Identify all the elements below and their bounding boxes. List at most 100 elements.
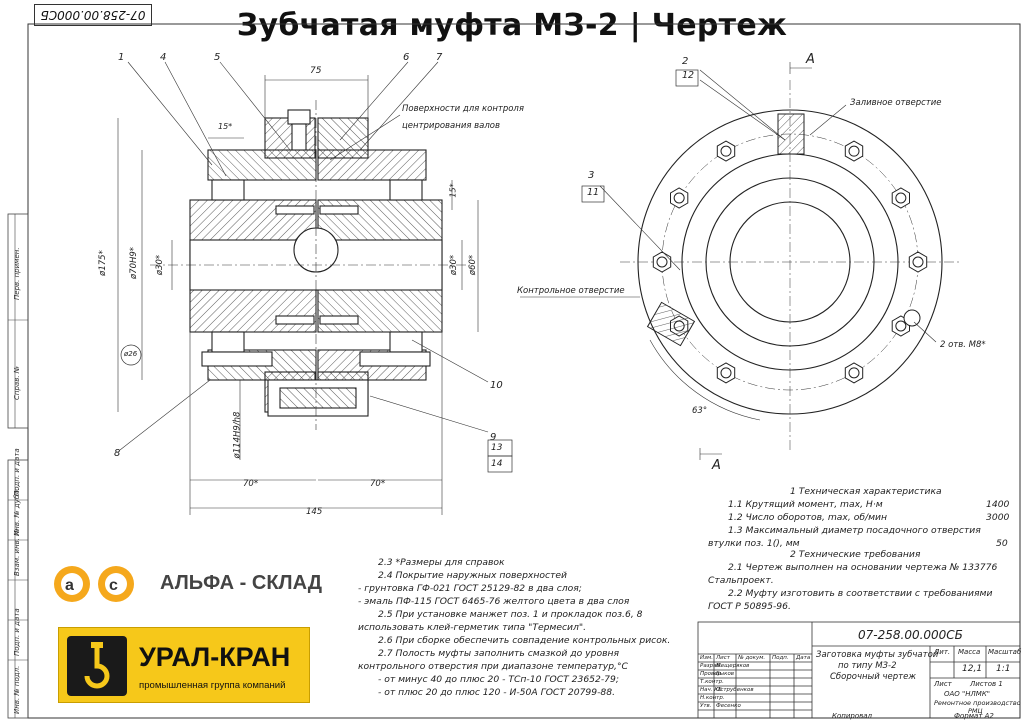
tech-row-3: втулки поз. 1(), мм bbox=[708, 538, 800, 549]
crane-hook-logo-icon bbox=[67, 636, 127, 696]
pos-label-11: 11 bbox=[587, 187, 600, 198]
bolt-head-inner bbox=[656, 256, 668, 268]
tb-row-4: Дата bbox=[796, 655, 811, 661]
bolt-head-inner bbox=[848, 145, 860, 157]
pos-label-6: 6 bbox=[403, 52, 409, 63]
ac-gear-logo-icon: a c bbox=[54, 566, 134, 602]
tech-row-0-value: 1400 bbox=[986, 499, 1010, 510]
dim-70b: 70* bbox=[370, 479, 386, 489]
fill-hole-label: Заливное отверстие bbox=[850, 98, 942, 108]
tb-row-3: Подп. bbox=[772, 655, 789, 661]
dim-145: 145 bbox=[306, 507, 323, 517]
tb-row-9: Н.контр. bbox=[700, 695, 725, 701]
bolt-head-inner bbox=[720, 145, 732, 157]
pos-label-2: 2 bbox=[682, 56, 688, 67]
tb-row-10: Утв. bbox=[700, 703, 712, 709]
tech-req-0: 2.1 Чертеж выполнен на основании чертежа… bbox=[728, 562, 998, 573]
dim-70a: 70* bbox=[243, 479, 259, 489]
svg-text:a: a bbox=[65, 577, 74, 594]
note-1: 2.4 Покрытие наружных поверхностей bbox=[378, 570, 568, 581]
tb-org-1: ОАО "НЛМК" bbox=[944, 690, 991, 698]
dim-15a: 15* bbox=[218, 122, 233, 131]
note-5: использовать клей-герметик типа "Термеси… bbox=[358, 622, 587, 633]
tb-row-1: Лист bbox=[716, 655, 730, 661]
bolt-head-inner bbox=[912, 256, 924, 268]
note-2: - грунтовка ГФ-021 ГОСТ 25129-82 в два с… bbox=[358, 583, 582, 594]
control-hole-label: Контрольное отверстие bbox=[517, 286, 625, 296]
tech-row-1: 1.2 Число оборотов, max, об/мин bbox=[728, 512, 888, 523]
tb-row-7: Т.контр. bbox=[700, 679, 724, 685]
tb-row-2: № докум. bbox=[738, 655, 766, 661]
tech-heading-1: 1 Техническая характеристика bbox=[790, 486, 942, 497]
alfa-sklad-logo: a c АЛЬФА - СКЛАД bbox=[50, 562, 350, 606]
tech-row-0: 1.1 Крутящий момент, max, Н·м bbox=[728, 499, 883, 510]
bolt-head-inner bbox=[673, 192, 685, 204]
tb-row-8: Нач. КБ bbox=[700, 687, 722, 693]
annotation-control-2: центрирования валов bbox=[402, 121, 501, 131]
note-10: - от плюс 20 до плюс 120 - И-50А ГОСТ 20… bbox=[378, 687, 616, 698]
page-title: Зубчатая муфта МЗ-2 | Чертеж bbox=[236, 8, 788, 43]
tech-req-2: 2.2 Муфту изготовить в соответствии с тр… bbox=[728, 588, 993, 599]
tb-sheets: Листов 1 bbox=[970, 680, 1003, 688]
alfa-sklad-name: АЛЬФА - СКЛАД bbox=[160, 572, 323, 594]
dim-75: 75 bbox=[310, 66, 322, 76]
tb-person-2: Острубенков bbox=[716, 687, 754, 693]
tb-scale: 1:1 bbox=[996, 664, 1011, 674]
tb-scale-h: Масштаб bbox=[988, 648, 1022, 656]
pos-label-13: 13 bbox=[491, 443, 503, 453]
pos-label-3: 3 bbox=[588, 170, 594, 181]
pos-label-10: 10 bbox=[490, 380, 503, 391]
tb-name-3: Сборочный чертеж bbox=[830, 672, 916, 682]
tech-req-1: Стальпроект. bbox=[708, 575, 774, 586]
note-7: 2.7 Полость муфты заполнить смазкой до у… bbox=[378, 648, 620, 659]
ural-kran-subtitle: промышленная группа компаний bbox=[139, 680, 286, 691]
bolt-head-inner bbox=[720, 367, 732, 379]
section-label-top: А bbox=[806, 52, 815, 67]
pos-label-12: 12 bbox=[682, 70, 695, 81]
tb-person-1: Быков bbox=[716, 671, 735, 677]
tb-person-3: Фесенко bbox=[716, 703, 741, 709]
bolt-head-inner bbox=[895, 192, 907, 204]
tb-mass-h: Масса bbox=[958, 648, 981, 656]
note-4: 2.5 При установке манжет поз. 1 и прокла… bbox=[378, 609, 643, 620]
pos-label-4: 4 bbox=[160, 52, 166, 63]
tech-row-2: 1.3 Максимальный диаметр посадочного отв… bbox=[728, 525, 981, 536]
section-label-bottom: А bbox=[712, 458, 721, 473]
pos-label-1: 1 bbox=[118, 52, 124, 63]
tb-row-6: Провер. bbox=[700, 671, 723, 677]
tb-mass: 12,1 bbox=[962, 664, 983, 674]
bolt-head-inner bbox=[895, 320, 907, 332]
holes-label: 2 отв. М8* bbox=[940, 340, 986, 350]
tb-name-2: по типу МЗ-2 bbox=[838, 661, 897, 671]
tech-req-3: ГОСТ Р 50895-96. bbox=[708, 601, 791, 612]
note-9: - от минус 40 до плюс 20 - ТСп-10 ГОСТ 2… bbox=[378, 674, 619, 685]
tb-org-3: РМЦ bbox=[968, 707, 983, 715]
note-8: контрольного отверстия при диапазоне тем… bbox=[358, 661, 628, 672]
tech-row-1-value: 3000 bbox=[986, 512, 1010, 523]
pos-label-5: 5 bbox=[214, 52, 220, 63]
tb-name-1: Заготовка муфты зубчатой bbox=[816, 650, 939, 660]
tb-code: 07-258.00.000СБ bbox=[858, 628, 963, 642]
annotation-control: Поверхности для контроля bbox=[402, 104, 524, 114]
dim-26: ø26 bbox=[124, 350, 138, 358]
pos-label-9: 9 bbox=[490, 432, 496, 443]
ural-kran-logo: УРАЛ-КРАН промышленная группа компаний bbox=[58, 627, 310, 703]
tb-person-0: Мещеряков bbox=[716, 663, 750, 669]
pos-label-7: 7 bbox=[436, 52, 443, 63]
ural-kran-name: УРАЛ-КРАН bbox=[139, 642, 291, 672]
pos-label-14: 14 bbox=[491, 459, 503, 469]
tech-heading-2: 2 Технические требования bbox=[790, 549, 921, 560]
note-6: 2.6 При сборке обеспечить совпадение кон… bbox=[378, 635, 671, 646]
svg-text:c: c bbox=[109, 577, 118, 594]
tb-row-5: Разраб. bbox=[700, 663, 722, 669]
angle-label: 63° bbox=[692, 406, 708, 416]
tech-row-3-value: 50 bbox=[996, 538, 1008, 549]
bolt-head-inner bbox=[848, 367, 860, 379]
tb-format: Формат А2 bbox=[954, 712, 994, 720]
tb-copy: Копировал bbox=[832, 712, 872, 720]
tb-row-0: Изм. bbox=[700, 655, 713, 661]
